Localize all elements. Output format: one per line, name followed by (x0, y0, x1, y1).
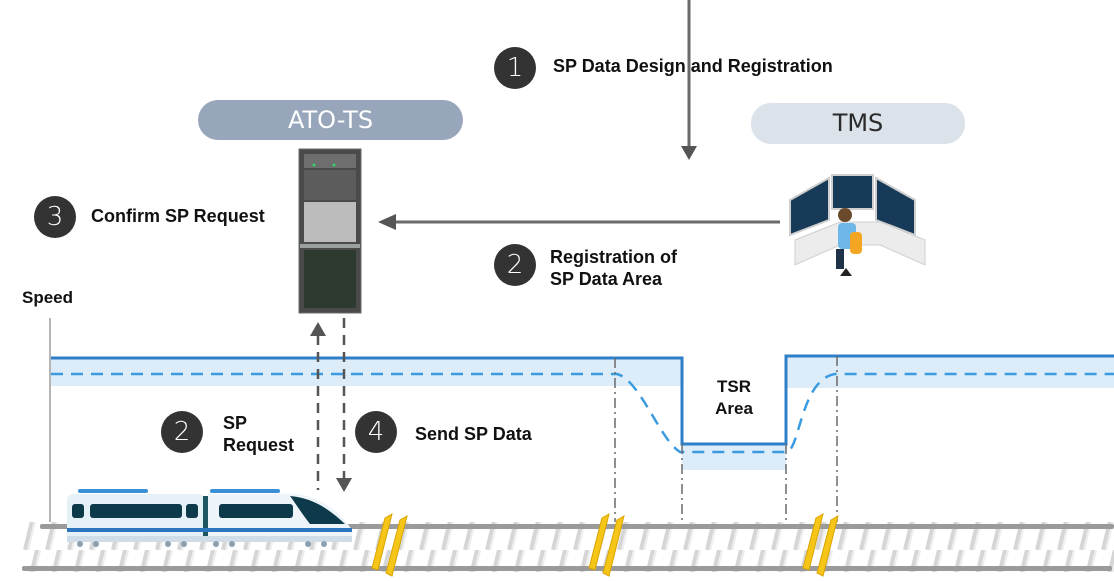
step-label-registration: Registration of SP Data Area (550, 246, 677, 290)
balise-icon (371, 512, 393, 571)
step-badge-1: 1 (494, 47, 536, 89)
tsr-label-line1: TSR (717, 377, 751, 396)
registration-arrow-head (378, 214, 396, 230)
step-label-sp-request-line1: SP (223, 413, 248, 433)
profile-band-tsr (682, 444, 786, 470)
step-label-registration-line2: SP Data Area (550, 269, 663, 289)
operator-console-icon (789, 174, 926, 276)
ato-ts-label: ATO-TS (198, 100, 463, 140)
balise-icon (816, 514, 839, 577)
balise-icon (385, 514, 408, 577)
step-label-sp-request: SP Request (223, 412, 294, 456)
step-badge-2-request: 2 (161, 411, 203, 453)
step-badge-4: 4 (355, 411, 397, 453)
step-badge-2-registration: 2 (494, 244, 536, 286)
speed-axis-label: Speed (22, 288, 74, 307)
tsr-label-line2: Area (715, 399, 753, 418)
step-badge-3: 3 (34, 196, 76, 238)
sp-profile-dashed-line (51, 372, 1114, 454)
server-rack-icon (298, 148, 362, 314)
step-label-design: SP Data Design and Registration (553, 56, 833, 76)
profile-band-2 (786, 356, 1114, 388)
send-sp-data-arrow (336, 318, 352, 492)
section-guides (614, 356, 838, 522)
balise-group (371, 512, 839, 577)
sp-request-arrow (310, 322, 326, 490)
balise-icon (602, 514, 625, 577)
tsr-area-label: TSR Area (704, 376, 764, 420)
step-label-confirm: Confirm SP Request (91, 206, 265, 226)
speed-limit-line (51, 354, 1114, 446)
step-label-registration-line1: Registration of (550, 247, 678, 267)
step-label-send-sp-data: Send SP Data (415, 424, 532, 444)
train-icon (67, 489, 352, 547)
speed-profile (51, 354, 1114, 470)
profile-band-1 (51, 358, 682, 386)
design-arrow-head (681, 146, 697, 160)
step-label-sp-request-line2: Request (223, 435, 295, 455)
balise-icon (588, 512, 610, 571)
tms-label: TMS (751, 103, 965, 144)
balise-icon (802, 512, 824, 571)
